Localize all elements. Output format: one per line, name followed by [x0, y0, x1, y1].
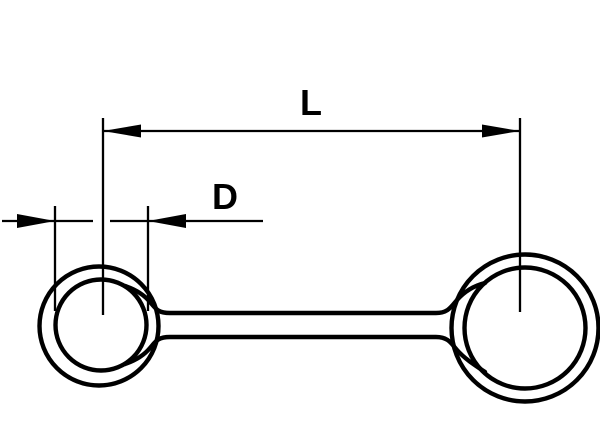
right-ring-inner-circle — [462, 265, 588, 391]
wire-bottom-bar — [122, 334, 488, 375]
dimension-label-length: L — [300, 82, 322, 123]
wire-part — [37, 252, 600, 404]
right-ring-outer-circle — [449, 252, 600, 404]
length-arrowhead-left-icon — [103, 124, 141, 138]
diameter-arrowhead-left-icon — [17, 214, 55, 228]
dimension-annotations: L D — [17, 82, 520, 228]
left-ring-inner-circle — [53, 277, 149, 373]
length-arrowhead-right-icon — [482, 124, 520, 138]
left-ring-outer-circle — [37, 264, 161, 388]
dimension-label-diameter: D — [212, 176, 238, 217]
diameter-arrowhead-right-icon — [148, 214, 186, 228]
wire-top-bar — [122, 280, 488, 316]
